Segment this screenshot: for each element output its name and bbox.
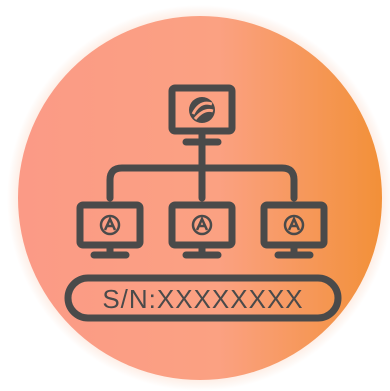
- brand-logo-icon: [189, 97, 215, 123]
- client-monitor-left-icon: [76, 201, 144, 259]
- network-connectors: [106, 141, 298, 202]
- client-logo-left-icon: [99, 214, 121, 236]
- client-logo-right-icon: [283, 214, 305, 236]
- client-logo-middle-icon: [191, 214, 213, 236]
- serial-number-pill: [64, 274, 342, 322]
- client-monitor-right-icon: [260, 201, 328, 259]
- client-monitor-middle-icon: [168, 201, 236, 259]
- serial-number-label: S/N:XXXXXXXX: [102, 284, 303, 314]
- server-monitor-icon: [168, 84, 236, 146]
